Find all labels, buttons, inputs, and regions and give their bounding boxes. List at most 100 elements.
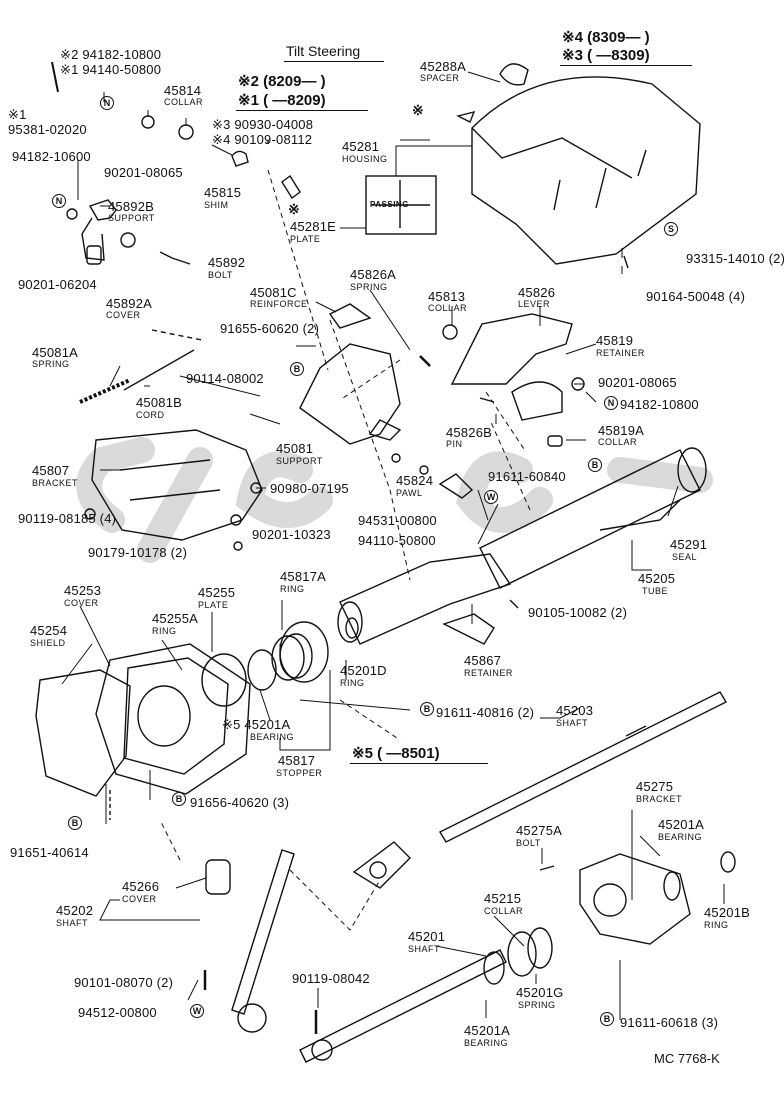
part-45201d-name: RING xyxy=(340,678,365,688)
part-45807: 45807 xyxy=(32,463,70,478)
part-90201-10323: 90201-10323 xyxy=(252,527,331,542)
bracket-45807 xyxy=(91,429,263,541)
part-91611-60840: 91611-60840 xyxy=(488,469,566,484)
part-45824: 45824 xyxy=(396,473,434,488)
part-45813-name: COLLAR xyxy=(428,303,468,313)
part-45281e-name: PLATE xyxy=(290,234,321,244)
cover-45253 xyxy=(95,643,251,795)
symbol-w-icon: W xyxy=(484,490,498,504)
part-45201a-lower-name: BEARING xyxy=(464,1038,509,1048)
part-45081a: 45081A xyxy=(32,345,79,360)
part-45814-name: COLLAR xyxy=(164,97,204,107)
variant-label-5: ※5 ( —8501) xyxy=(352,745,440,762)
part-45201a-column: ※5 45201A xyxy=(222,717,291,732)
part-45826b: 45826B xyxy=(446,425,493,440)
bearing-45201a-lower xyxy=(483,951,505,985)
part-45819a: 45819A xyxy=(598,423,645,438)
title-underline xyxy=(284,61,384,62)
part-45081c: 45081C xyxy=(250,285,297,300)
variant-label-3: ※3 ( —8309) xyxy=(562,47,650,64)
cover-45266 xyxy=(205,859,231,895)
shim-45815 xyxy=(231,150,249,167)
part-45202: 45202 xyxy=(56,903,94,918)
variant-underline-3 xyxy=(560,65,692,66)
part-90179-10178: 90179-10178 (2) xyxy=(88,545,188,560)
part-45819-name: RETAINER xyxy=(596,348,645,358)
collar-45892a xyxy=(120,232,136,248)
part-45215-name: COLLAR xyxy=(484,906,524,916)
collar-45215 xyxy=(507,931,537,977)
part-45817-name: STOPPER xyxy=(276,768,323,778)
part-90201-06204: 90201-06204 xyxy=(18,277,97,292)
part-45255a: 45255A xyxy=(152,611,199,626)
part-45081: 45081 xyxy=(276,441,314,456)
lever-45826 xyxy=(450,313,573,385)
part-91651-40614: 91651-40614 xyxy=(10,845,89,860)
part-45867-name: RETAINER xyxy=(464,668,513,678)
shaft-45203 xyxy=(439,691,727,843)
variant-underline-1 xyxy=(236,110,368,111)
ring-45255a xyxy=(201,653,247,707)
part-45892: 45892 xyxy=(208,255,246,270)
part-45815: 45815 xyxy=(204,185,242,200)
ujoint-lower xyxy=(237,1003,267,1033)
part-45281-name: HOUSING xyxy=(342,154,388,164)
part-95381-02020: 95381-02020 xyxy=(8,122,87,137)
part-45255a-name: RING xyxy=(152,626,177,636)
part-45081b-name: CORD xyxy=(136,410,165,420)
ujoint-upper xyxy=(352,841,411,889)
part-45291: 45291 xyxy=(670,537,708,552)
spring-45201g xyxy=(527,927,553,969)
part-45201a-column-name: BEARING xyxy=(250,732,295,742)
symbol-s-icon: S xyxy=(664,222,678,236)
part-90119-08185: 90119-08185 (4) xyxy=(18,511,117,526)
part-90119-08042: 90119-08042 xyxy=(292,971,370,986)
plate-45255 xyxy=(123,657,229,775)
part-45807-name: BRACKET xyxy=(32,478,79,488)
symbol-b-icon: B xyxy=(420,702,434,716)
part-45201g-name: SPRING xyxy=(518,1000,556,1010)
part-45275: 45275 xyxy=(636,779,674,794)
reinforce-45081c xyxy=(328,303,372,329)
variant-label-2: ※2 (8209— ) xyxy=(238,73,326,90)
bearing-45201a-right xyxy=(663,871,681,901)
part-94110-50800: 94110-50800 xyxy=(358,533,436,548)
collar-45814 xyxy=(141,115,155,129)
part-45201-name: SHAFT xyxy=(408,944,441,954)
part-45826: 45826 xyxy=(518,285,556,300)
part-94512-00800: 94512-00800 xyxy=(78,1005,157,1020)
part-45867: 45867 xyxy=(464,653,502,668)
part-45205: 45205 xyxy=(638,571,676,586)
passing-plate-text: PASSING xyxy=(370,200,409,209)
cord-45081b xyxy=(123,349,195,391)
symbol-n-icon: N xyxy=(100,96,114,110)
part-45081-name: SUPPORT xyxy=(276,456,323,466)
bolt-45275a xyxy=(539,865,555,871)
part-45201g: 45201G xyxy=(516,985,564,1000)
symbol-w-icon: W xyxy=(190,1004,204,1018)
part-45275a: 45275A xyxy=(516,823,563,838)
part-45288a: 45288A xyxy=(420,59,467,74)
part-45824-name: PAWL xyxy=(396,488,423,498)
part-45281e: 45281E xyxy=(290,219,337,234)
support-45081 xyxy=(299,343,401,445)
screw-95381 xyxy=(51,61,59,93)
part-45081c-name: REINFORCE xyxy=(250,299,308,309)
watermark xyxy=(76,437,713,563)
passing-plate xyxy=(365,175,437,235)
part-45201a-lower: 45201A xyxy=(464,1023,511,1038)
retainer-45867 xyxy=(442,613,495,645)
part-45281: 45281 xyxy=(342,139,380,154)
part-90105-10082: 90105-10082 (2) xyxy=(528,605,628,620)
shaft-45202 xyxy=(231,849,295,1015)
part-90980-07195: 90980-07195 xyxy=(270,481,349,496)
symbol-b-icon: B xyxy=(588,458,602,472)
part-45817: 45817 xyxy=(278,753,316,768)
part-91611-40816: 91611-40816 (2) xyxy=(436,705,535,720)
part-91656-40620: 91656-40620 (3) xyxy=(190,795,290,810)
part-45255-name: PLATE xyxy=(198,600,229,610)
part-45215: 45215 xyxy=(484,891,522,906)
part-45813: 45813 xyxy=(428,289,466,304)
part-45892a-name: COVER xyxy=(106,310,141,320)
part-94182-10800-top: ※2 94182-10800 xyxy=(60,47,162,62)
